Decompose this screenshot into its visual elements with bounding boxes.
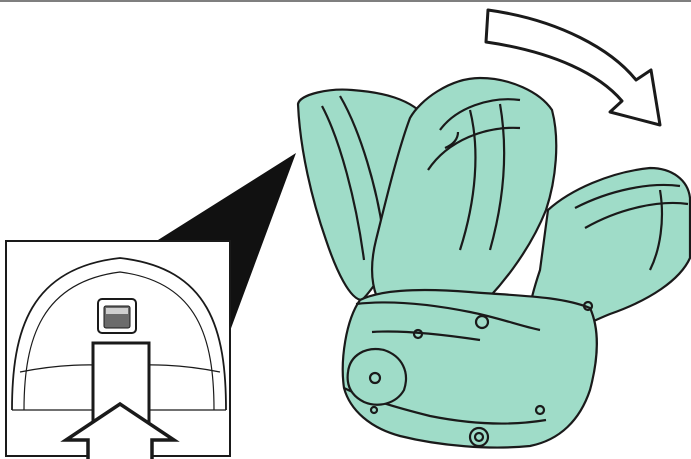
seat-base xyxy=(343,290,597,447)
release-button-icon xyxy=(98,299,136,333)
